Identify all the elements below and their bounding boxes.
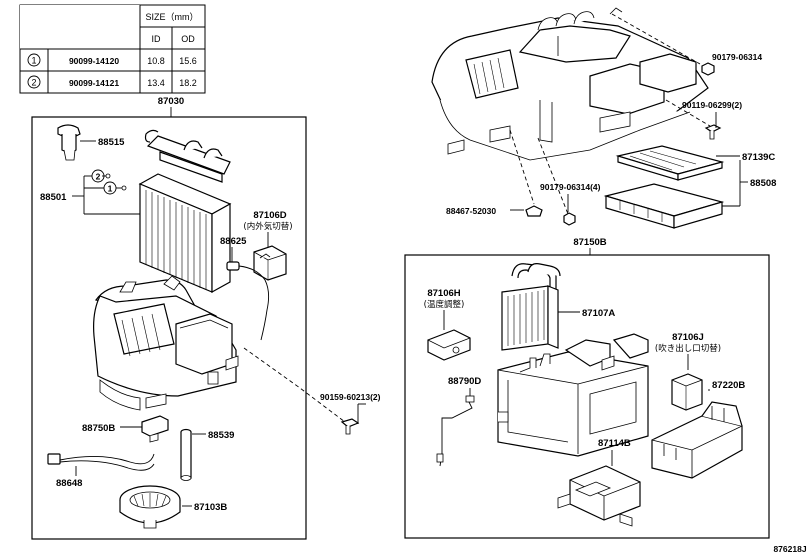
thermistor-88625-icon	[226, 261, 270, 341]
blower-motor-87103b-icon	[119, 485, 181, 529]
callout-88508: 88508	[750, 178, 776, 189]
size-row-1-part: 90099-14120	[69, 56, 119, 66]
evaporator-core-icon	[138, 173, 232, 294]
bolt-90119-icon	[704, 124, 722, 140]
label-87106j: 87106J	[672, 332, 704, 343]
hvac-assembly-top-icon	[431, 7, 709, 161]
o-ring-1-icon	[121, 185, 127, 191]
label-88750b: 88750B	[82, 423, 115, 434]
blower-housing-icon	[93, 275, 239, 411]
size-row-2-mark: 2	[31, 78, 36, 88]
size-row-1-mark: 1	[31, 56, 36, 66]
callout-88467: 88467-52030	[446, 206, 496, 216]
label-88625: 88625	[220, 236, 247, 247]
left-group-frame	[31, 116, 307, 540]
nut-90179-icon	[701, 62, 715, 76]
size-row-1-od: 15.6	[179, 56, 197, 66]
callout-90119: 90119-06299(2)	[682, 100, 742, 110]
heater-core-87107a-icon	[501, 285, 559, 351]
callout-87139c: 87139C	[742, 152, 775, 163]
label-87106d: 87106D	[253, 210, 286, 221]
callout-90179-a: 90179-06314	[712, 52, 762, 62]
label-88790d: 88790D	[448, 376, 481, 387]
air-duct-87114b-icon	[557, 465, 641, 527]
filter-case-icon	[603, 183, 725, 229]
servo-motor-87106h-icon	[427, 329, 471, 361]
size-table: SIZE（mm） ID OD 1 90099-14120 10.8 15.6 2…	[19, 4, 206, 94]
ring-mark-1-icon	[27, 53, 41, 67]
figure-id: 876218J	[773, 544, 806, 554]
callout-90179-b: 90179-06314(4)	[540, 182, 601, 192]
label-87106h-jp: (温度調整)	[424, 299, 465, 310]
grommet-88467-icon	[525, 205, 543, 217]
bolt-90159-icon	[340, 418, 360, 435]
right-assembly-group: 87150B 87107A 87106H (温度調整)	[404, 237, 770, 539]
sensor-88790d-icon	[436, 395, 475, 467]
left-assembly-group: 87030 88515	[31, 96, 346, 540]
callout-90159: 90159-60213(2)	[320, 392, 381, 402]
servo-motor-87106d-icon	[253, 245, 287, 281]
size-table-col-od: OD	[181, 34, 195, 44]
label-87220b: 87220B	[712, 380, 745, 391]
right-group-frame	[404, 254, 770, 539]
size-row-2-id: 13.4	[147, 78, 165, 88]
ring-callout-2: 2	[96, 172, 101, 182]
left-group-title: 87030	[158, 96, 184, 107]
label-88501: 88501	[40, 192, 67, 203]
ring-mark-2-icon	[27, 75, 41, 89]
nut-90179-b-icon	[563, 212, 576, 226]
label-87106d-jp: (内外気切替)	[243, 221, 292, 232]
label-88515: 88515	[98, 137, 125, 148]
label-87114b: 87114B	[598, 438, 631, 449]
servo-motor-87106j-icon	[671, 373, 703, 411]
label-87106h: 87106H	[427, 288, 460, 299]
size-table-col-id: ID	[152, 34, 162, 44]
size-row-1-id: 10.8	[147, 56, 165, 66]
drain-hose-88539-icon	[180, 428, 192, 481]
cabin-filter-87139c-icon	[615, 145, 725, 181]
heater-pipes-icon	[511, 263, 561, 295]
label-87106j-jp: (吹き出し口切替)	[655, 343, 721, 354]
ring-callout-1: 1	[108, 184, 113, 194]
label-87107a: 87107A	[582, 308, 615, 319]
size-row-2-part: 90099-14121	[69, 78, 119, 88]
right-group-title: 87150B	[573, 237, 606, 248]
connector-88515-icon	[57, 124, 81, 161]
wire-harness-88648-icon	[47, 453, 155, 471]
label-88539: 88539	[208, 430, 234, 441]
air-duct-87220b-icon	[651, 401, 743, 479]
evaporator-pipe-icon	[144, 129, 231, 183]
o-ring-2-icon	[105, 173, 111, 179]
size-row-2-od: 18.2	[179, 78, 197, 88]
hvac-case-icon	[497, 333, 649, 457]
resistor-88750b-icon	[141, 415, 169, 443]
size-table-header: SIZE（mm）	[146, 12, 199, 22]
label-88648: 88648	[56, 478, 82, 489]
label-87103b: 87103B	[194, 502, 227, 513]
